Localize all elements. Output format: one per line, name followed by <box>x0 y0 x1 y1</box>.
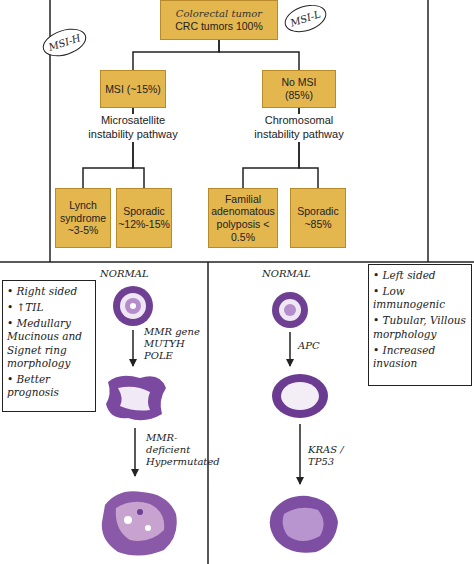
carcinoma-mass <box>270 496 338 553</box>
tumor-core <box>116 502 164 541</box>
frame-line <box>0 261 474 263</box>
node-text: • Better prognosis <box>7 373 91 399</box>
node-text: • Increased invasion <box>373 344 467 370</box>
node-text: • Medullary Mucinous and Signet ring mor… <box>7 317 91 370</box>
subtype-box: Sporadic ~12%-15% <box>116 188 172 248</box>
subtype-box: Sporadic ~85% <box>290 188 346 248</box>
gland-lumen <box>120 293 146 319</box>
tree-connector <box>133 40 219 70</box>
feature-note: • Left sided • Low immunogenic • Tubular, … <box>368 264 472 386</box>
dysplastic-gland <box>106 376 166 421</box>
node-text: Familial adenomatous polyposis < 0.5% <box>211 193 275 243</box>
branch-label: MSI-H <box>39 24 90 62</box>
tumor-nucleus <box>137 509 143 515</box>
node-text: • Low immunogenic <box>373 285 467 311</box>
node-text: Sporadic ~85% <box>295 205 341 230</box>
root-box: Colorectal tumorCRC tumors 100% <box>160 0 278 40</box>
node-text: • Left sided <box>373 269 467 282</box>
subtype-box: Familial adenomatous polyposis < 0.5% <box>208 188 278 248</box>
gland-center <box>130 303 136 309</box>
gland-lumen <box>281 382 319 410</box>
mutation-label: APC <box>298 340 338 352</box>
mutation-label: KRAS / TP53 <box>308 444 358 468</box>
adenoma-gland <box>272 374 328 418</box>
tree-connector <box>219 40 299 70</box>
pathway-box: MSI (~15%) <box>100 70 166 108</box>
mutation-label: MMR gene MUTYH POLE <box>144 326 206 362</box>
normal-gland <box>272 292 308 328</box>
gland-core <box>125 298 141 314</box>
node-text: • ↑TIL <box>7 301 91 314</box>
node-text: • Tubular, Villous morphology <box>373 314 467 340</box>
mutation-label: MMR-deficient Hypermutated <box>146 432 208 468</box>
divider-line <box>207 262 209 564</box>
signet-cell <box>145 525 151 531</box>
pathway-label: Microsatellite instability pathway <box>78 114 188 142</box>
node-text: CRC tumors 100% <box>175 20 263 33</box>
tumor-mass <box>102 491 177 555</box>
stage-label: NORMAL <box>262 268 332 280</box>
node-text: MSI (~15%) <box>105 83 161 96</box>
feature-note: • Right sided • ↑TIL • Medullary Mucinous … <box>2 280 96 412</box>
signet-cell <box>124 516 132 524</box>
node-text: No MSI (85%) <box>267 76 331 101</box>
progression-arrow <box>134 428 136 476</box>
node-text: Lynch syndrome ~3-5% <box>60 199 106 237</box>
node-text: Sporadic ~12%-15% <box>118 205 170 230</box>
tumor-core <box>283 508 324 541</box>
normal-gland <box>113 286 153 326</box>
gland-lumen <box>118 387 150 411</box>
handwritten-heading: Colorectal tumor <box>176 8 262 20</box>
stage-label: NORMAL <box>100 268 170 280</box>
node-text: • Right sided <box>7 285 91 298</box>
pathway-label: Chromosomal instability pathway <box>244 114 354 142</box>
subtype-box: Lynch syndrome ~3-5% <box>55 188 111 248</box>
gland-core <box>284 304 296 316</box>
progression-arrow <box>132 330 134 366</box>
progression-arrow <box>289 332 291 366</box>
progression-arrow <box>299 424 301 484</box>
gland-lumen <box>279 299 301 321</box>
branch-label: MSI-L <box>281 0 330 37</box>
pathway-box: No MSI (85%) <box>262 70 336 108</box>
frame-line <box>427 0 429 262</box>
